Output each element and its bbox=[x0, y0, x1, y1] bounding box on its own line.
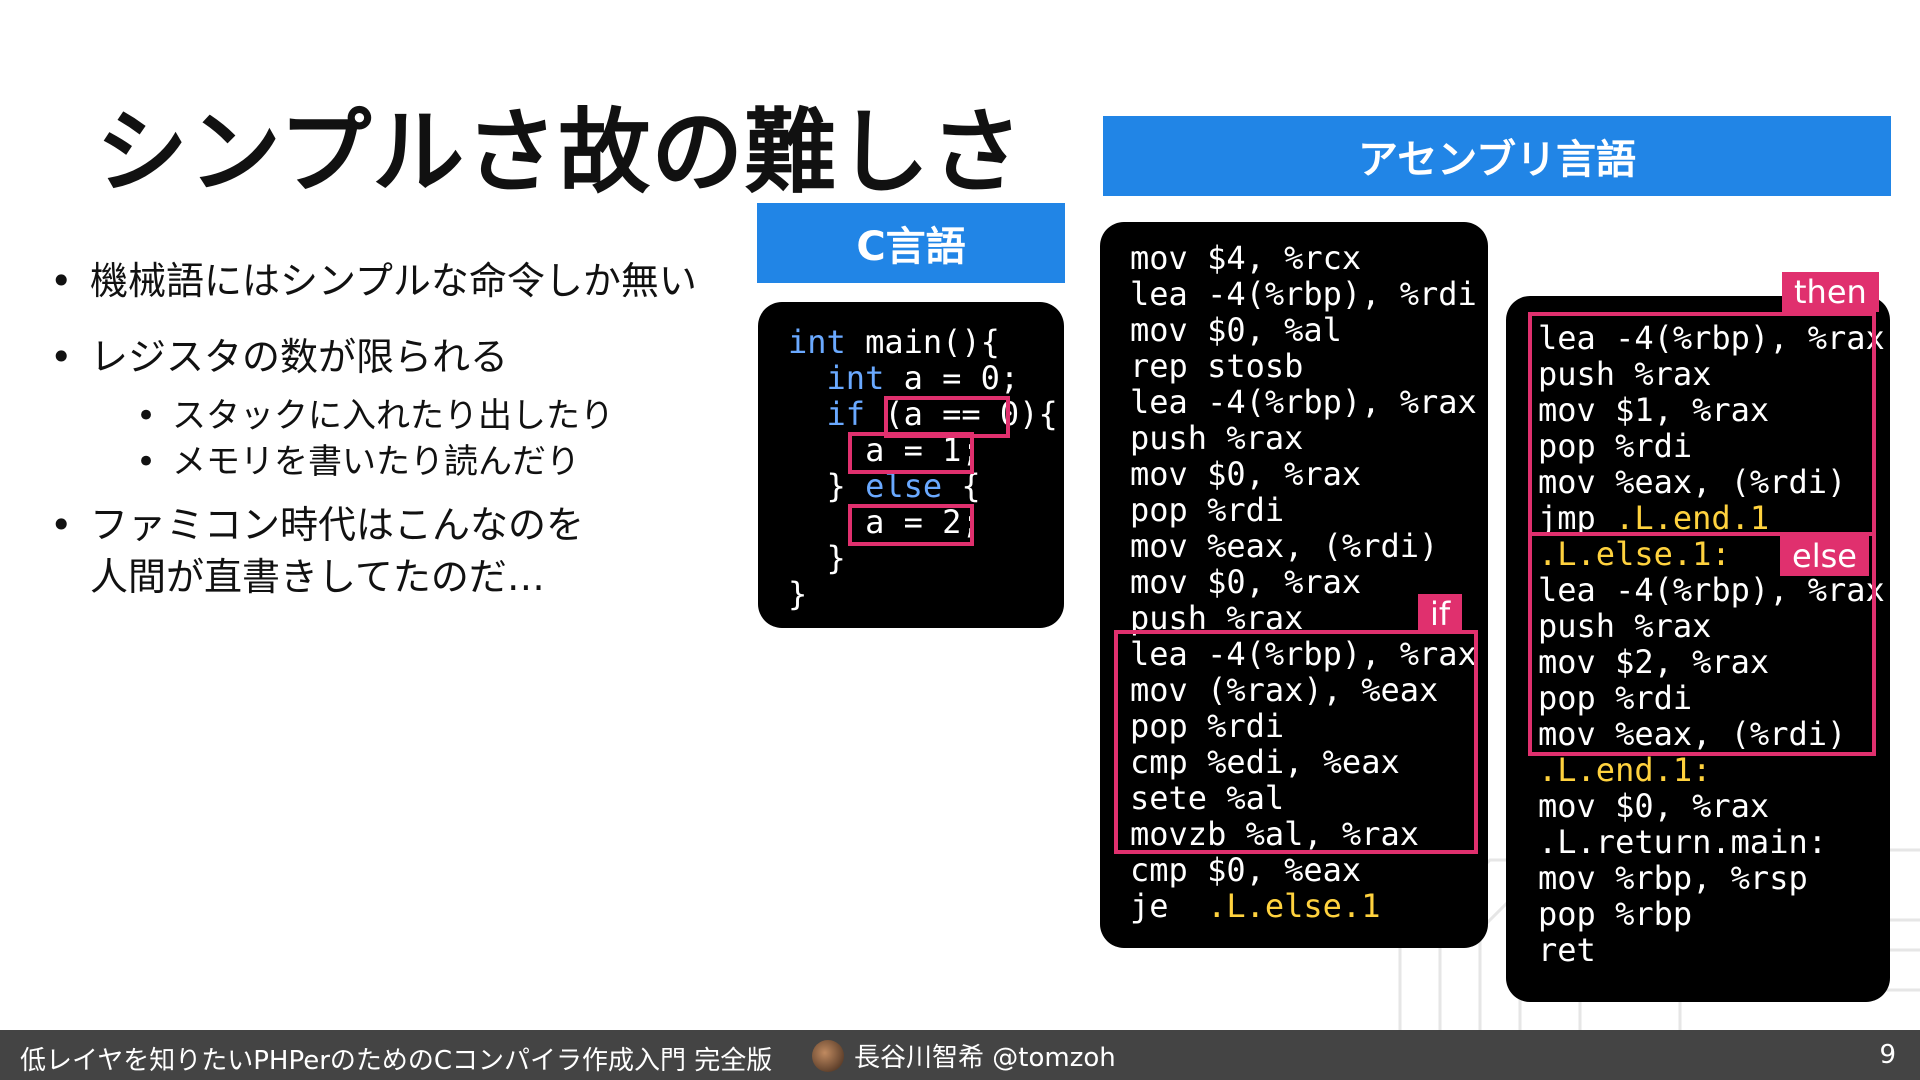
code-keyword: int bbox=[788, 323, 846, 361]
code-line: .L.end.1: bbox=[1538, 751, 1711, 789]
c-language-label-text: C言語 bbox=[856, 224, 966, 270]
code-line: } bbox=[788, 575, 808, 613]
code-line: push %rax bbox=[1538, 355, 1712, 393]
c-language-label: C言語 bbox=[757, 203, 1065, 283]
code-line: mov $0, %rax bbox=[1130, 563, 1362, 601]
code-line: mov $0, %rax bbox=[1538, 787, 1770, 825]
code-line: sete %al bbox=[1130, 779, 1285, 817]
code-label: .L.else.1 bbox=[1207, 887, 1381, 925]
code-line: .L.else.1: bbox=[1538, 535, 1731, 573]
c-code-block: int main(){ int a = 0; if (a == 0){ a = … bbox=[788, 324, 1058, 612]
code-line: mov $0, %rax bbox=[1130, 455, 1362, 493]
bullet-item: • レジスタの数が限られる bbox=[50, 331, 750, 383]
bullet-text-line2: 人間が直書きしてたのだ… bbox=[90, 555, 545, 599]
code-line: jmp .L.end.1 bbox=[1538, 499, 1770, 537]
bullet-dot: • bbox=[50, 503, 73, 547]
then-highlight bbox=[848, 432, 974, 474]
bullet-dot: • bbox=[136, 442, 157, 482]
code-line: } bbox=[788, 539, 846, 577]
code-label: .L.else.1: bbox=[1538, 535, 1731, 573]
code-line: ret bbox=[1538, 931, 1596, 969]
code-line: a = 1; bbox=[788, 431, 981, 469]
code-line: .L.return.main: bbox=[1538, 823, 1827, 861]
then-tag: then bbox=[1782, 272, 1879, 312]
bullet-text: ファミコン時代はこんなのを bbox=[90, 503, 585, 547]
bullet-dot: • bbox=[136, 396, 157, 436]
footer-bar: 低レイヤを知りたいPHPerのためのCコンパイラ作成入門 完全版 長谷川智希 @… bbox=[0, 1030, 1920, 1080]
code-line: lea -4(%rbp), %rdi bbox=[1130, 275, 1477, 313]
code-line: mov $0, %al bbox=[1130, 311, 1342, 349]
bullet-dot: • bbox=[50, 259, 73, 303]
code-line: cmp $0, %eax bbox=[1130, 851, 1362, 889]
code-line: mov $4, %rcx bbox=[1130, 239, 1362, 277]
else-highlight bbox=[848, 504, 974, 546]
bullet-item: • ファミコン時代はこんなのを 人間が直書きしてたのだ… bbox=[50, 499, 750, 603]
code-line: int main(){ bbox=[788, 323, 1000, 361]
sub-bullet-item: • メモリを書いたり読んだり bbox=[136, 439, 750, 485]
code-line: mov %rbp, %rsp bbox=[1538, 859, 1808, 897]
footer-author-name: 長谷川智希 @tomzoh bbox=[854, 1043, 1116, 1073]
then-block-highlight bbox=[1528, 312, 1876, 536]
code-line: mov %eax, (%rdi) bbox=[1538, 715, 1847, 753]
code-line: pop %rbp bbox=[1538, 895, 1693, 933]
code-line: mov $2, %rax bbox=[1538, 643, 1770, 681]
code-line: int a = 0; bbox=[826, 359, 1020, 397]
footer-title: 低レイヤを知りたいPHPerのためのCコンパイラ作成入門 完全版 bbox=[20, 1046, 773, 1076]
code-line: pop %rdi bbox=[1538, 679, 1693, 717]
sub-bullet-item: • スタックに入れたり出したり bbox=[136, 393, 750, 439]
code-line: rep stosb bbox=[1130, 347, 1304, 385]
code-line: lea -4(%rbp), %rax bbox=[1538, 571, 1885, 609]
code-line: mov %eax, (%rdi) bbox=[1538, 463, 1847, 501]
bullet-item: • 機械語にはシンプルな命令しか無い bbox=[50, 255, 750, 307]
assembly-code-left: mov $4, %rcx lea -4(%rbp), %rdi mov $0, … bbox=[1130, 240, 1477, 924]
condition-highlight bbox=[884, 396, 1010, 438]
page-number: 9 bbox=[1879, 1040, 1896, 1070]
code-label: .L.end.1 bbox=[1615, 499, 1770, 537]
avatar bbox=[812, 1039, 844, 1072]
if-highlight bbox=[1114, 630, 1478, 854]
code-line: push %rax bbox=[1538, 607, 1712, 645]
code-line: pop %rdi bbox=[1538, 427, 1693, 465]
page-title: シンプルさ故の難しさ bbox=[96, 99, 1024, 206]
bullet-text: 機械語にはシンプルな命令しか無い bbox=[90, 259, 697, 303]
assembly-label-text: アセンブリ言語 bbox=[1358, 137, 1636, 183]
code-line: lea -4(%rbp), %rax bbox=[1538, 319, 1885, 357]
code-keyword: else bbox=[865, 467, 943, 505]
code-line: pop %rdi bbox=[1130, 707, 1285, 745]
code-line: mov (%rax), %eax bbox=[1130, 671, 1439, 709]
code-keyword: if bbox=[826, 395, 866, 433]
c-code-panel: int main(){ int a = 0; if (a == 0){ a = … bbox=[758, 302, 1064, 628]
code-line: } else { bbox=[788, 467, 981, 505]
bullet-list: • 機械語にはシンプルな命令しか無い • レジスタの数が限られる • スタックに… bbox=[50, 255, 750, 627]
sub-bullet-text: メモリを書いたり読んだり bbox=[172, 442, 580, 482]
bullet-dot: • bbox=[50, 335, 73, 379]
assembly-code-right: lea -4(%rbp), %rax push %rax mov $1, %ra… bbox=[1538, 320, 1885, 968]
code-line: cmp %edi, %eax bbox=[1130, 743, 1400, 781]
code-keyword: int bbox=[826, 359, 885, 397]
code-line: lea -4(%rbp), %rax bbox=[1130, 635, 1477, 673]
code-line: movzb %al, %rax bbox=[1130, 815, 1419, 853]
assembly-label: アセンブリ言語 bbox=[1103, 116, 1891, 196]
else-block-highlight bbox=[1528, 532, 1876, 756]
bullet-text: レジスタの数が限られる bbox=[90, 335, 509, 379]
sub-bullet-text: スタックに入れたり出したり bbox=[172, 396, 614, 436]
code-line: je .L.else.1 bbox=[1130, 887, 1381, 925]
footer-author: 長谷川智希 @tomzoh bbox=[812, 1037, 1116, 1074]
if-tag: if bbox=[1418, 594, 1463, 634]
code-line: lea -4(%rbp), %rax bbox=[1130, 383, 1477, 421]
code-line: mov %eax, (%rdi) bbox=[1130, 527, 1439, 565]
code-line: a = 2; bbox=[788, 503, 981, 541]
assembly-panel-right: lea -4(%rbp), %rax push %rax mov $1, %ra… bbox=[1506, 272, 1890, 1002]
else-tag: else bbox=[1780, 536, 1869, 576]
assembly-panel-left: mov $4, %rcx lea -4(%rbp), %rdi mov $0, … bbox=[1100, 222, 1488, 948]
code-label: .L.end.1: bbox=[1538, 751, 1712, 789]
code-line: pop %rdi bbox=[1130, 491, 1285, 529]
slide: シンプルさ故の難しさ • 機械語にはシンプルな命令しか無い • レジスタの数が限… bbox=[50, 99, 1920, 1030]
code-line: mov $1, %rax bbox=[1538, 391, 1770, 429]
code-line: push %rax bbox=[1130, 419, 1304, 457]
